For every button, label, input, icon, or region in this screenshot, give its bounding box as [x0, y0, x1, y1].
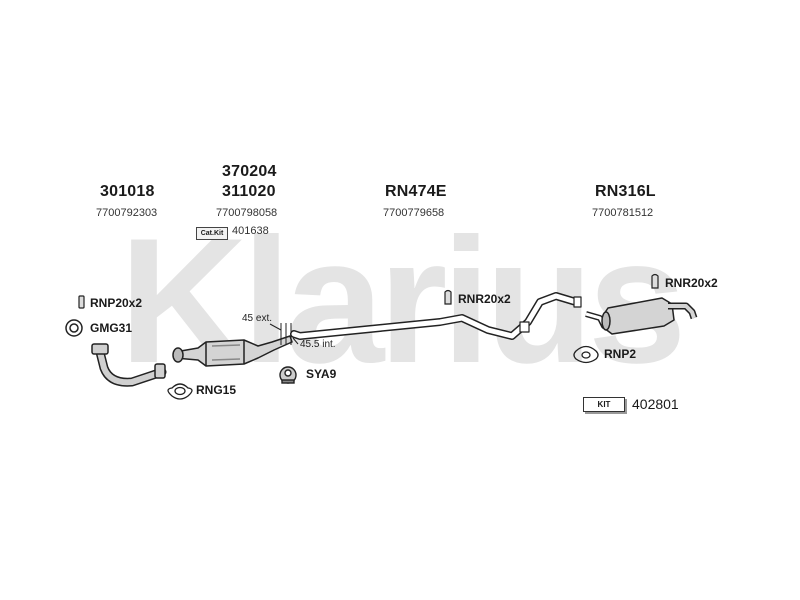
catalyst-code: 311020 — [222, 183, 276, 200]
front-pipe-oem: 7700792303 — [96, 207, 158, 219]
dimension-int: 45.5 int. — [300, 339, 336, 350]
front-pipe-code: 301018 — [100, 183, 155, 200]
middle-pipe-code: RN474E — [385, 183, 447, 200]
catalyst-drawing — [172, 335, 293, 367]
catalyst-oem: 7700798058 — [216, 207, 278, 219]
kit-code: 402801 — [632, 396, 679, 412]
rnp20x2-icon — [78, 295, 85, 309]
middle-pipe-oem: 7700779658 — [383, 207, 445, 219]
gmg31-icon — [65, 319, 83, 337]
rnr20x2-mid-label: RNR20x2 — [458, 292, 511, 306]
rnp2-label: RNP2 — [604, 347, 637, 361]
rear-silencer-code: RN316L — [595, 183, 656, 200]
catkit-code: 401638 — [232, 225, 269, 237]
rear-silencer-oem: 7700781512 — [592, 207, 654, 219]
sya9-label: SYA9 — [306, 367, 337, 381]
catalyst-code-top: 370204 — [222, 163, 277, 180]
kit-badge: KIT — [583, 397, 625, 412]
rnr20x2-rear-label: RNR20x2 — [665, 276, 718, 290]
rnr20x2-rear-icon — [651, 273, 659, 289]
gmg31-label: GMG31 — [90, 321, 133, 335]
sya9-icon — [279, 366, 297, 384]
rng15-label: RNG15 — [196, 383, 237, 397]
rnp20x2-label: RNP20x2 — [90, 296, 143, 310]
middle-pipe-drawing — [290, 292, 582, 340]
catkit-badge: Cat.Kit — [196, 227, 228, 240]
rnp2-icon — [573, 345, 599, 364]
rng15-icon — [167, 383, 193, 400]
dimension-ext: 45 ext. — [242, 313, 273, 324]
rnr20x2-mid-icon — [444, 289, 452, 305]
dimension-markers — [269, 323, 299, 345]
rear-silencer-drawing — [585, 297, 698, 335]
front-pipe-drawing — [91, 343, 167, 387]
